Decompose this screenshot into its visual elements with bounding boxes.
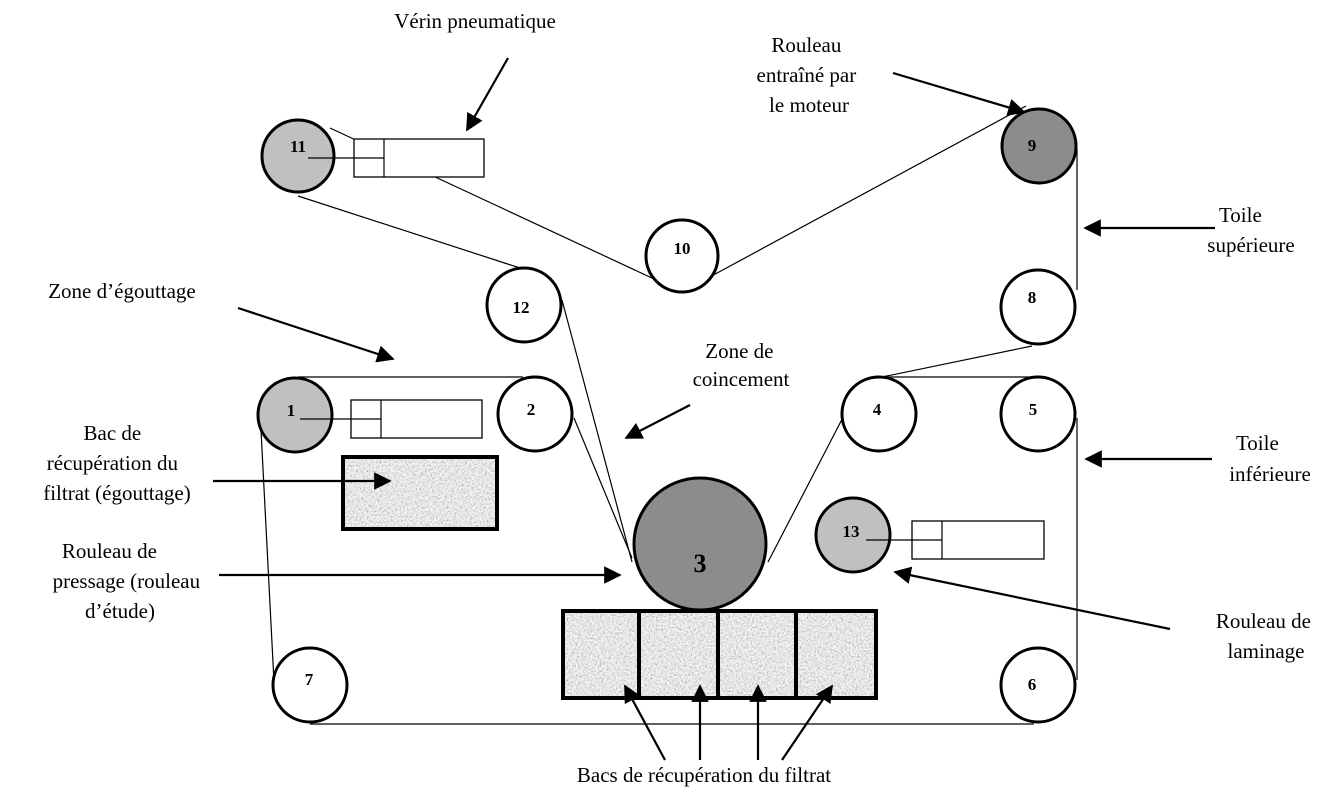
roller-2: 2: [496, 375, 574, 453]
belt-upper-10-9: [681, 105, 1027, 293]
roller-8-label: 8: [1028, 288, 1037, 307]
belt-upper-8-4: [881, 345, 1033, 378]
roller-13: 13: [814, 496, 912, 574]
roller-3-label: 3: [694, 549, 707, 578]
roller-5: 5: [999, 375, 1077, 453]
roller-9-label: 9: [1028, 136, 1037, 155]
annotation-arrows: [213, 57, 1215, 761]
roller-7: 7: [271, 646, 349, 724]
belt-upper-12-11: [297, 195, 521, 269]
arrow-bac-4: [781, 684, 833, 761]
tray-drainage: [341, 455, 499, 531]
roller-10-label: 10: [674, 239, 691, 258]
roller-11-label: 11: [290, 137, 306, 156]
roller-5-label: 5: [1029, 400, 1038, 419]
label-bac-egouttage: Bac de récupération du filtrat (égouttag…: [43, 421, 191, 505]
roller-7-label: 7: [305, 670, 314, 689]
label-verin-pneumatique: Vérin pneumatique: [394, 9, 556, 33]
cylinder-11: [353, 138, 485, 178]
label-zone-egouttage: Zone d’égouttage: [48, 279, 196, 303]
roller-11: 11: [260, 118, 354, 194]
label-bacs-filtrat: Bacs de récupération du filtrat: [577, 763, 831, 787]
belt-upper-4-3: [767, 399, 853, 563]
cylinder-13: [911, 520, 1045, 560]
roller-3: 3: [632, 476, 768, 612]
roller-1-label: 1: [287, 401, 296, 420]
roller-6-label: 6: [1028, 675, 1037, 694]
label-rouleau-laminage: Rouleau de laminage: [1216, 609, 1316, 663]
roller-12: 12: [485, 266, 563, 344]
arrow-bac-1: [624, 684, 666, 761]
belt-lines: [260, 105, 1078, 725]
roller-2-label: 2: [527, 400, 536, 419]
roller-13-label: 13: [843, 522, 860, 541]
label-toile-inferieure: Toile inférieure: [1229, 431, 1311, 486]
arrow-rouleau-moteur: [892, 71, 1026, 116]
belt-lower-2-3: [573, 417, 633, 559]
roller-1: 1: [256, 376, 351, 454]
arrow-zone-coincement: [624, 404, 691, 439]
cylinder-1: [350, 399, 483, 439]
belt-lower-7-1: [260, 429, 275, 683]
roller-4: 4: [840, 375, 918, 453]
roller-8: 8: [999, 268, 1077, 346]
trays-filtrate: [561, 609, 878, 700]
arrow-zone-egouttage: [237, 306, 395, 363]
label-toile-superieure: Toile supérieure: [1207, 203, 1294, 257]
roller-10: 10: [644, 218, 720, 294]
roller-12-label: 12: [513, 298, 530, 317]
roller-9: 9: [1000, 107, 1078, 185]
arrow-verin: [466, 57, 509, 132]
label-rouleau-moteur: Rouleau entraîné par le moteur: [757, 33, 862, 117]
roller-4-label: 4: [873, 400, 882, 419]
label-rouleau-pressage: Rouleau de pressage (rouleau d’étude): [53, 539, 206, 623]
belt-upper-3-12: [561, 299, 633, 563]
label-zone-coincement: Zone de coincement: [693, 339, 790, 391]
arrow-rouleau-laminage: [893, 566, 1171, 631]
roller-6: 6: [999, 646, 1077, 724]
